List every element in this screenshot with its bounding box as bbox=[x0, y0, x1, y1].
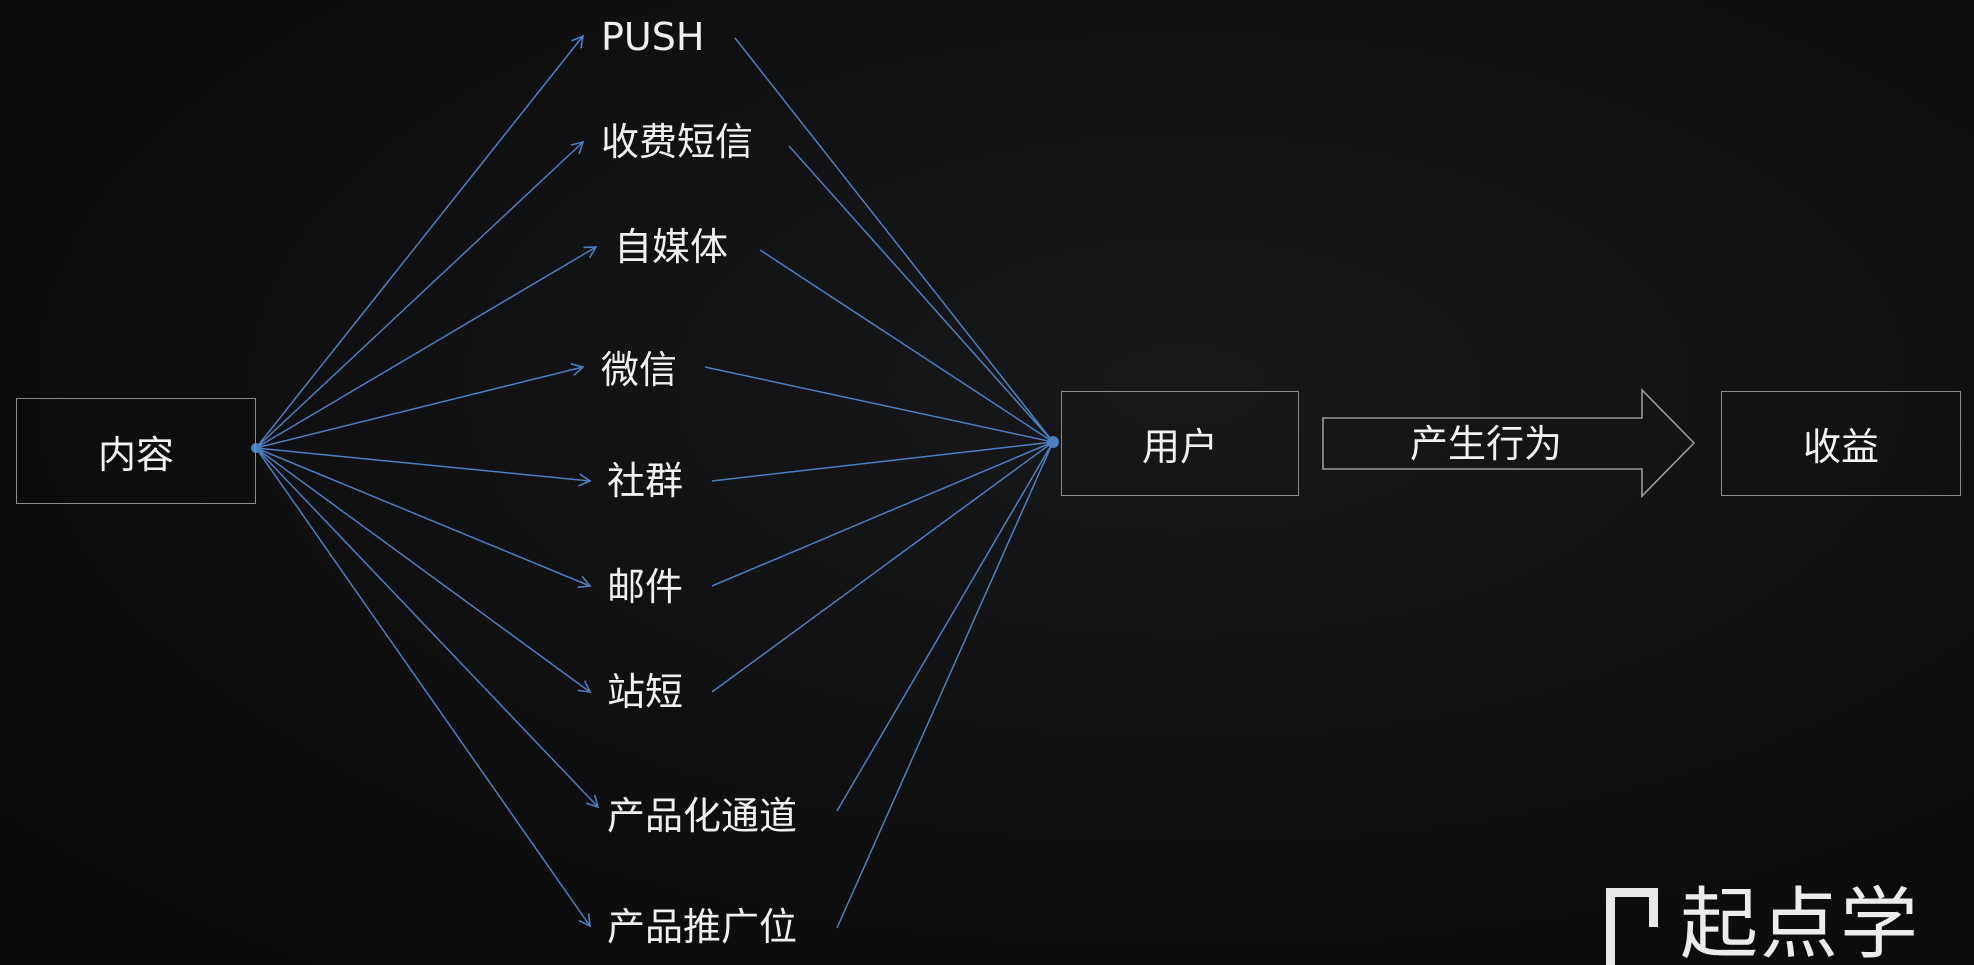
content-hub-dot bbox=[251, 443, 261, 453]
content-to-channel-arrow bbox=[255, 447, 600, 809]
content-node: 内容 bbox=[16, 398, 256, 504]
channel-label: 产品化通道 bbox=[607, 794, 798, 838]
logo-text: 起点学 bbox=[1680, 880, 1921, 965]
channel-label: 产品推广位 bbox=[607, 905, 798, 949]
action-arrow-label: 产生行为 bbox=[1410, 422, 1563, 466]
channel-label: 收费短信 bbox=[601, 120, 754, 164]
channel-label: 站短 bbox=[607, 670, 684, 714]
channel-to-user-line bbox=[836, 441, 1054, 929]
result-node: 收益 bbox=[1721, 391, 1961, 496]
content-to-channel-arrow bbox=[255, 447, 592, 693]
channel-to-user-line bbox=[711, 441, 1054, 693]
action-arrow-shape bbox=[1322, 388, 1696, 498]
channel-to-user-line bbox=[704, 366, 1054, 443]
channel-to-user-connectors bbox=[704, 37, 1054, 929]
channel-label: PUSH bbox=[601, 15, 705, 59]
content-to-channel-arrow bbox=[255, 447, 592, 487]
channel-label: 自媒体 bbox=[614, 225, 729, 269]
content-to-channel-arrow bbox=[255, 363, 585, 449]
channel-to-user-line bbox=[734, 37, 1054, 443]
user-node-label: 用户 bbox=[1141, 425, 1218, 469]
content-to-channel-arrow bbox=[255, 140, 585, 449]
user-node: 用户 bbox=[1061, 391, 1299, 496]
channel-to-user-line bbox=[836, 441, 1054, 812]
user-hub-dot bbox=[1047, 436, 1059, 448]
channel-to-user-line bbox=[759, 249, 1054, 443]
content-node-label: 内容 bbox=[97, 432, 174, 477]
channel-to-user-line bbox=[711, 441, 1054, 482]
content-to-channel-connectors bbox=[255, 34, 600, 928]
content-to-channel-arrow bbox=[255, 447, 592, 589]
channel-label: 微信 bbox=[601, 348, 678, 392]
content-to-channel-arrow bbox=[255, 447, 591, 928]
channel-label: 社群 bbox=[607, 459, 684, 503]
logo-mark-icon bbox=[1606, 888, 1658, 965]
channel-to-user-line bbox=[711, 441, 1054, 587]
result-node-label: 收益 bbox=[1802, 425, 1879, 469]
brand-logo: 起点学 bbox=[1598, 880, 1974, 965]
channel-to-user-line bbox=[788, 145, 1054, 443]
content-to-channel-arrow bbox=[255, 246, 598, 449]
channel-label: 邮件 bbox=[607, 565, 684, 609]
content-to-channel-arrow bbox=[255, 34, 585, 449]
